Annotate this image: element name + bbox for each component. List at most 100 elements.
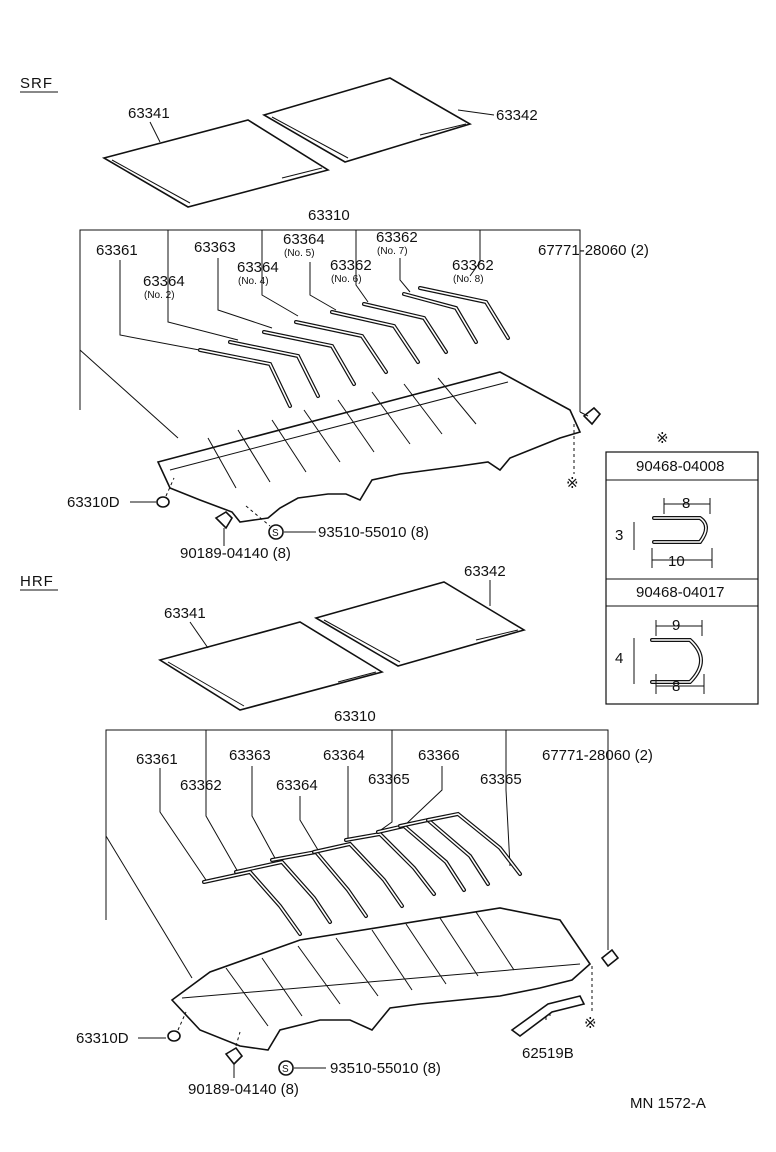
srf-label-no6: (No. 6) (331, 274, 362, 285)
srf-label-63364-no5: 63364 (283, 231, 325, 248)
inset-b-dim-bottom: 8 (672, 678, 680, 695)
srf-headlining (156, 371, 582, 523)
srf-rib-63362-no7 (402, 292, 478, 344)
hrf-panel-right (313, 581, 526, 667)
srf-label-63364-no4: 63364 (237, 259, 279, 276)
inset-b-dim-top: 9 (672, 617, 680, 634)
hrf-headlining (170, 907, 592, 1051)
srf-bracket-63310 (79, 229, 581, 412)
hrf-bracket-to-headlining (105, 835, 193, 979)
hrf-rib-63361 (202, 869, 302, 936)
srf-rib-group (198, 286, 510, 408)
hrf-rib-group (202, 811, 522, 936)
hrf-label-93510: 93510-55010 (8) (330, 1060, 441, 1077)
srf-label-clip: 67771-28060 (2) (538, 242, 649, 259)
srf-section-label: SRF (20, 75, 53, 92)
srf-leader-63364-no4 (261, 230, 299, 317)
hrf-label-63362: 63362 (180, 777, 222, 794)
srf-panel-left-edge (111, 159, 191, 204)
hrf-label-62519b: 62519B (522, 1045, 574, 1062)
inset-a-dim-bottom: 10 (668, 553, 685, 570)
srf-panel-left (101, 119, 330, 208)
srf-leader-63364-no5 (309, 262, 337, 311)
srf-label-63364-no2: 63364 (143, 273, 185, 290)
srf-label-63342: 63342 (496, 107, 538, 124)
srf-headlining-pads (207, 377, 477, 489)
srf-label-93510: 93510-55010 (8) (318, 524, 429, 541)
srf-label-no2: (No. 2) (144, 290, 175, 301)
hrf-clip-67771 (600, 948, 620, 968)
hrf-section: HRF 63341 63342 63310 63361 63362 63363 … (20, 563, 653, 1098)
hrf-rib-63365a (376, 823, 466, 892)
inset-a-dim-top: 8 (682, 495, 690, 512)
hrf-label-63310: 63310 (334, 708, 376, 725)
srf-label-63361: 63361 (96, 242, 138, 259)
srf-panel-right-tab (419, 123, 467, 136)
hrf-label-clip: 67771-28060 (2) (542, 747, 653, 764)
srf-label-no8: (No. 8) (453, 274, 484, 285)
hrf-headlining-pads (225, 911, 515, 1027)
hrf-leader-63366 (403, 766, 443, 827)
inset-b-dim-side: 4 (615, 650, 623, 667)
srf-label-no4: (No. 4) (238, 276, 269, 287)
srf-leader-63363 (217, 258, 273, 329)
srf-screw-icon (268, 524, 284, 540)
hrf-label-63310d: 63310D (76, 1030, 129, 1047)
hrf-label-63341: 63341 (164, 605, 206, 622)
hrf-leader-63341 (189, 621, 209, 649)
srf-ref-mark: ※ (566, 475, 579, 492)
hrf-label-63364a: 63364 (276, 777, 318, 794)
srf-headlining-edge (169, 381, 509, 471)
hrf-leader-63365a (377, 730, 393, 833)
hrf-leader-63361 (159, 768, 207, 881)
srf-label-63362-no6: 63362 (330, 257, 372, 274)
srf-label-63341: 63341 (128, 105, 170, 122)
srf-leader-63364-no2 (167, 230, 239, 341)
srf-leader-63342 (457, 109, 495, 116)
srf-leader-63362-no8 (469, 230, 481, 277)
srf-panel-right-edge (271, 116, 349, 159)
srf-panel-left-tab (281, 167, 323, 179)
srf-leader-63361 (119, 260, 211, 353)
srf-clip-67771 (582, 406, 602, 426)
inset-a-dim-side: 3 (615, 527, 623, 544)
srf-section: SRF 63341 63342 63310 63361 63363 63364 … (20, 75, 649, 562)
hrf-label-90189: 90189-04140 (8) (188, 1081, 299, 1098)
inset-part-a: 90468-04008 (636, 458, 724, 475)
hrf-trim-62519b (510, 995, 586, 1037)
hrf-ref-mark: ※ (584, 1015, 597, 1032)
srf-label-63362-no7: 63362 (376, 229, 418, 246)
hrf-clip-90189 (224, 1046, 244, 1066)
srf-label-no7: (No. 7) (377, 246, 408, 257)
srf-leader-63362-no7 (399, 258, 411, 293)
hrf-label-63363: 63363 (229, 747, 271, 764)
inset-part-b: 90468-04017 (636, 584, 724, 601)
hrf-leader-63364a (299, 796, 319, 851)
hrf-label-63364b: 63364 (323, 747, 365, 764)
hrf-label-63342: 63342 (464, 563, 506, 580)
srf-bracket-to-headlining (79, 349, 179, 439)
hrf-leader-63365b (505, 730, 511, 867)
srf-label-no5: (No. 5) (284, 248, 315, 259)
srf-label-63310d: 63310D (67, 494, 120, 511)
srf-label-63363: 63363 (194, 239, 236, 256)
srf-label-90189: 90189-04140 (8) (180, 545, 291, 562)
hrf-panel-left (158, 621, 385, 711)
inset-frame (605, 451, 759, 705)
hrf-fastener-63310d (167, 1030, 181, 1042)
hrf-section-label: HRF (20, 573, 54, 590)
srf-leader-63341 (149, 121, 161, 143)
hrf-leader-63363 (251, 766, 277, 861)
srf-label-63310: 63310 (308, 207, 350, 224)
hrf-label-63361: 63361 (136, 751, 178, 768)
hrf-label-63365a: 63365 (368, 771, 410, 788)
srf-fastener-63310d (156, 496, 170, 508)
hrf-screw-icon (278, 1060, 294, 1076)
srf-clip-90189 (214, 510, 234, 530)
hrf-leader-63362 (205, 730, 239, 873)
srf-label-63362-no8: 63362 (452, 257, 494, 274)
hrf-screw-mark: S (282, 1064, 289, 1075)
hrf-label-63365b: 63365 (480, 771, 522, 788)
srf-leader-63362-no6 (355, 230, 369, 303)
